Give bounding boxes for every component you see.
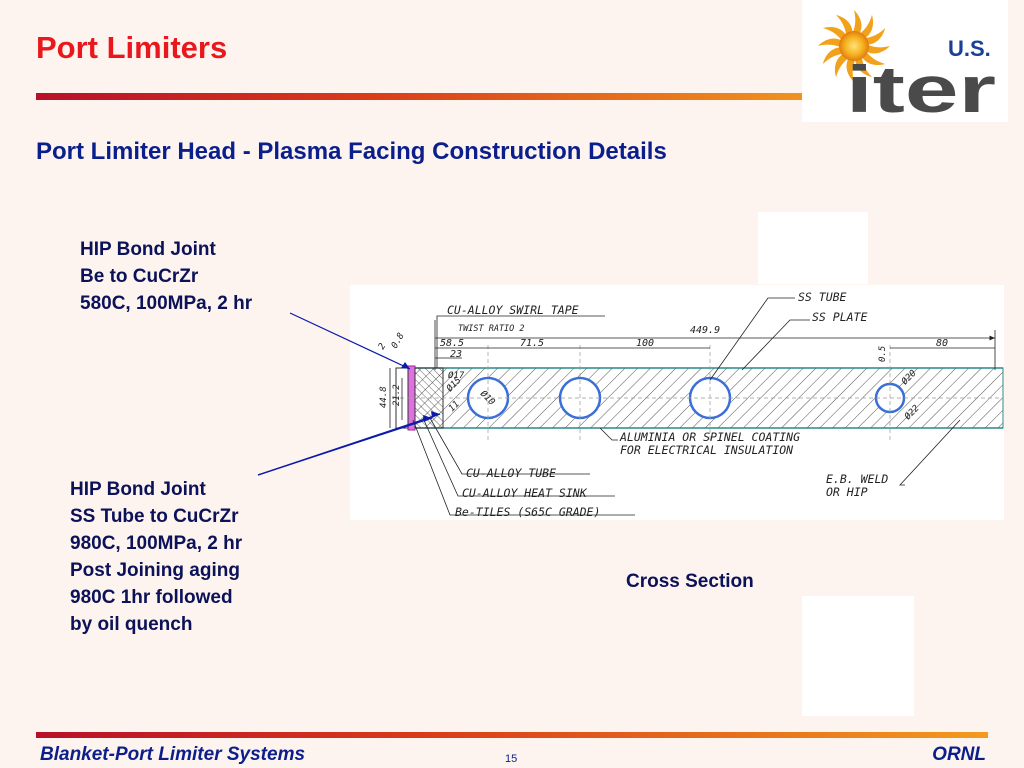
cross-section-caption: Cross Section	[626, 571, 754, 592]
label-twist-ratio: TWIST RATIO 2	[458, 324, 525, 334]
placeholder-box	[758, 212, 868, 284]
dim-58-5: 58.5	[440, 338, 464, 349]
hip-bond-note-be: HIP Bond Joint Be to CuCrZr 580C, 100MPa…	[80, 236, 252, 317]
note-line: 980C, 100MPa, 2 hr	[70, 533, 243, 554]
dim-449-9: 449.9	[690, 325, 720, 336]
title-divider	[36, 93, 842, 100]
dim-21-2: 21.2	[392, 384, 402, 406]
slide-title: Port Limiters	[36, 30, 228, 65]
note-line: Be to CuCrZr	[80, 266, 199, 287]
note-line: 580C, 100MPa, 2 hr	[80, 293, 253, 314]
note-line: by oil quench	[70, 614, 193, 635]
iter-sun-logo-icon: U.S. iter	[818, 10, 996, 126]
note-line: SS Tube to CuCrZr	[70, 506, 239, 527]
dim-71-5: 71.5	[520, 338, 544, 349]
logo-wordmark: iter	[846, 52, 996, 122]
dim-dia-17: Ø17	[448, 370, 465, 381]
page-number: 15	[505, 753, 518, 765]
dim-0-5: 0.5	[878, 346, 888, 362]
dim-100: 100	[636, 338, 654, 349]
logo-superscript: U.S.	[948, 36, 991, 61]
footer-divider	[36, 732, 988, 738]
dim-80: 80	[936, 338, 948, 349]
label-be-tiles: Be-TILES (S65C GRADE)	[455, 505, 600, 519]
footer-presentation-title: Blanket-Port Limiter Systems	[40, 744, 306, 765]
dim-2: 2	[377, 342, 388, 352]
footer-organization: ORNL	[932, 744, 986, 765]
slide-subtitle: Port Limiter Head - Plasma Facing Constr…	[36, 138, 667, 165]
label-coating-1: ALUMINIA OR SPINEL COATING	[619, 430, 800, 444]
label-swirl-tape: CU-ALLOY SWIRL TAPE	[447, 303, 579, 317]
dim-23: 23	[450, 349, 462, 360]
note-line: Post Joining aging	[70, 560, 240, 581]
label-cu-tube: CU-ALLOY TUBE	[466, 466, 556, 480]
us-iter-logo: U.S. iter	[802, 0, 1008, 126]
hip-bond-note-ss: HIP Bond Joint SS Tube to CuCrZr 980C, 1…	[70, 476, 242, 638]
label-weld-2: OR HIP	[826, 485, 868, 499]
placeholder-box	[802, 596, 914, 716]
label-heat-sink: CU-ALLOY HEAT SINK	[462, 486, 588, 500]
label-coating-2: FOR ELECTRICAL INSULATION	[620, 443, 793, 457]
note-line: 980C 1hr followed	[70, 587, 233, 608]
label-weld-1: E.B. WELD	[826, 472, 888, 486]
label-ss-tube: SS TUBE	[798, 290, 847, 304]
dim-44-8: 44.8	[379, 386, 389, 408]
label-ss-plate: SS PLATE	[812, 310, 867, 324]
note-line: HIP Bond Joint	[80, 239, 216, 260]
note-line: HIP Bond Joint	[70, 479, 206, 500]
